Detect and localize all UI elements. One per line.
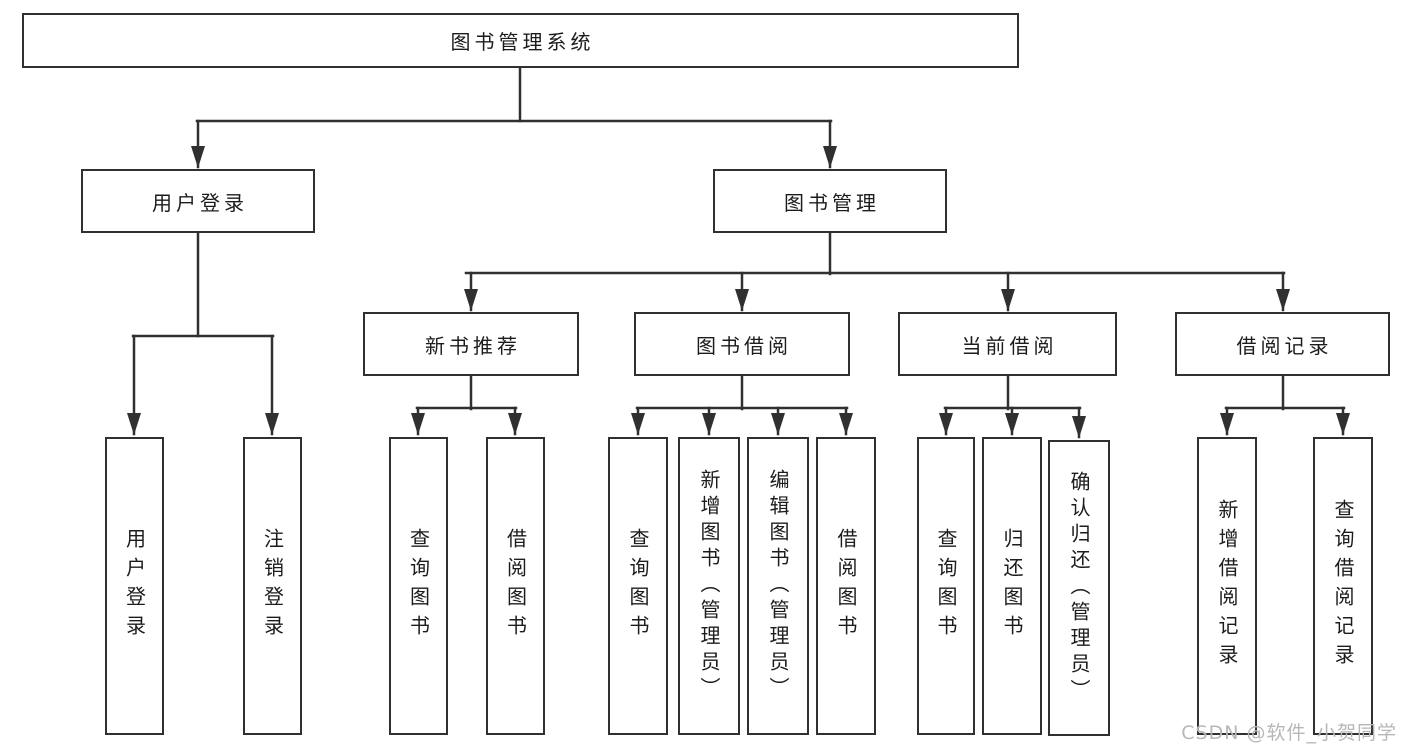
- node-confirm-return-admin: 确认归还（管理员）: [1048, 440, 1110, 736]
- node-query-books-2: 查询图书: [608, 437, 668, 735]
- node-user-login-leaf: 用户登录: [105, 437, 164, 735]
- node-query-books-3: 查询图书: [917, 437, 975, 735]
- node-logout: 注销登录: [243, 437, 302, 735]
- node-borrow-books-2: 借阅图书: [816, 437, 876, 735]
- node-current-borrowing: 当前借阅: [898, 312, 1117, 376]
- node-query-borrow-record: 查询借阅记录: [1313, 437, 1373, 735]
- node-library-system: 图书管理系统: [22, 13, 1019, 68]
- csdn-watermark: CSDN @软件_小贺同学: [1181, 722, 1397, 744]
- node-user-login: 用户登录: [81, 169, 315, 233]
- node-add-book-admin: 新增图书（管理员）: [678, 437, 740, 735]
- node-borrow-books-1: 借阅图书: [486, 437, 545, 735]
- node-add-borrow-record: 新增借阅记录: [1197, 437, 1257, 735]
- node-book-management: 图书管理: [713, 169, 947, 233]
- node-borrowing-records: 借阅记录: [1175, 312, 1390, 376]
- node-return-book: 归还图书: [982, 437, 1042, 735]
- node-query-books-1: 查询图书: [389, 437, 448, 735]
- node-book-borrowing: 图书借阅: [634, 312, 850, 376]
- node-edit-book-admin: 编辑图书（管理员）: [747, 437, 809, 735]
- node-new-book-recommend: 新书推荐: [363, 312, 579, 376]
